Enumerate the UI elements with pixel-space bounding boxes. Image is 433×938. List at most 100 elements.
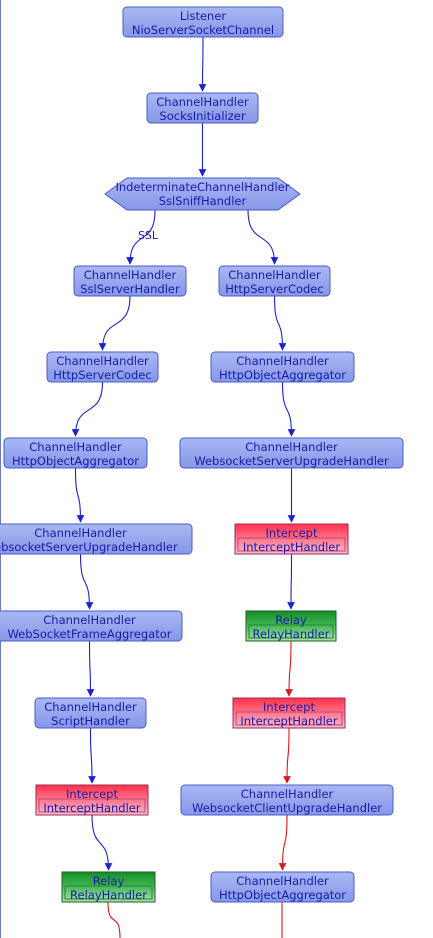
node-title: ChannelHandler	[43, 613, 136, 627]
node-name: NioServerSocketChannel	[132, 23, 274, 37]
edge-intercept-right-1-to-relay-right	[287, 553, 295, 610]
node-shape	[0, 523, 193, 555]
node-title: ChannelHandler	[56, 354, 149, 368]
node-shape	[146, 92, 259, 124]
node-name: HttpObjectAggregator	[219, 888, 346, 902]
node-shape	[104, 177, 301, 211]
node-name: WebsocketServerUpgradeHandler	[194, 454, 389, 468]
edge-relay-left-continues	[107, 901, 121, 938]
node-title: Relay	[93, 874, 125, 888]
node-name: RelayHandler	[253, 627, 330, 641]
node-inner-frame	[237, 537, 346, 552]
node-shape	[3, 437, 148, 469]
edge-http-codec-right-to-agg-right-1	[273, 295, 287, 351]
edge-ssl-server-to-http-codec-left	[98, 295, 131, 351]
node-shape	[35, 784, 149, 816]
node-name: SslServerHandler	[80, 282, 180, 296]
node-title: ChannelHandler	[34, 526, 127, 540]
node-ws-client-upgrade[interactable]: ChannelHandlerWebsocketClientUpgradeHand…	[180, 784, 394, 816]
node-inner-frame	[235, 711, 343, 726]
node-shape	[46, 351, 159, 383]
edge-agg-left-to-ws-upgrade-left	[74, 467, 85, 523]
node-shape	[232, 697, 346, 729]
node-title: ChannelHandler	[236, 354, 329, 368]
node-shape	[234, 523, 349, 555]
node-name: ScriptHandler	[51, 714, 130, 728]
node-shape	[179, 437, 404, 469]
node-shape	[61, 871, 156, 903]
node-name: InterceptHandler	[43, 801, 140, 815]
node-ws-upgrade-right[interactable]: ChannelHandlerWebsocketServerUpgradeHand…	[179, 437, 404, 469]
node-name: HttpObjectAggregator	[219, 368, 346, 382]
edge-http-codec-left-to-agg-left	[71, 381, 104, 437]
node-shape	[0, 610, 183, 642]
edge-script-to-intercept-left	[88, 727, 96, 784]
nodes-layer: ListenerNioServerSocketChannelChannelHan…	[0, 6, 404, 903]
node-shape	[218, 265, 331, 297]
node-shape	[210, 871, 355, 903]
node-title: ChannelHandler	[29, 440, 122, 454]
node-inner-frame	[64, 885, 153, 900]
node-name: WebSocketFrameAggregator	[7, 627, 171, 641]
node-shape	[122, 6, 284, 38]
node-inner-frame	[38, 798, 146, 813]
node-title: Intercept	[66, 787, 118, 801]
node-title: ChannelHandler	[245, 440, 338, 454]
node-name: HttpServerCodec	[53, 368, 151, 382]
node-name: SslSniffHandler	[159, 194, 247, 208]
node-title: Intercept	[266, 526, 318, 540]
node-title: ChannelHandler	[44, 700, 137, 714]
edge-intercept-left-to-relay-left	[91, 814, 113, 871]
edge-ws-frame-agg-to-script	[86, 640, 95, 697]
node-shape	[245, 610, 337, 642]
node-title: Listener	[180, 9, 227, 23]
node-title: ChannelHandler	[156, 95, 249, 109]
node-name: WebsocketClientUpgradeHandler	[192, 801, 382, 815]
node-title: ChannelHandler	[241, 787, 334, 801]
node-inner-frame	[248, 624, 334, 639]
node-name: HttpObjectAggregator	[12, 454, 139, 468]
edge-agg-right-1-to-ws-upgrade-right	[281, 381, 296, 437]
node-title: ChannelHandler	[84, 268, 177, 282]
edge-listener-to-socks	[198, 36, 207, 92]
node-ws-upgrade-left[interactable]: ChannelHandlerWebsocketServerUpgradeHand…	[0, 523, 193, 555]
node-sniff[interactable]: IndeterminateChannelHandlerSslSniffHandl…	[104, 177, 301, 211]
node-name: WebsocketServerUpgradeHandler	[0, 540, 178, 554]
node-name: RelayHandler	[70, 888, 147, 902]
node-name: InterceptHandler	[240, 714, 337, 728]
edge-sniff-to-ssl-server	[126, 209, 156, 265]
node-title: IndeterminateChannelHandler	[116, 180, 290, 194]
edge-label: SSL	[138, 229, 159, 242]
edge-ws-client-upgrade-to-agg-right-2	[278, 814, 288, 871]
node-name: SocksInitializer	[159, 109, 245, 123]
node-shape	[210, 351, 355, 383]
edge-relay-right-to-intercept-right-2	[285, 640, 293, 697]
node-name: HttpServerCodec	[225, 282, 323, 296]
node-title: Relay	[275, 613, 307, 627]
node-shape	[34, 697, 147, 729]
node-shape	[180, 784, 394, 816]
node-title: ChannelHandler	[236, 874, 329, 888]
node-name: InterceptHandler	[243, 540, 340, 554]
edges-layer: SSL	[71, 36, 296, 938]
node-title: ChannelHandler	[228, 268, 321, 282]
edge-sniff-to-http-codec-right	[247, 209, 279, 265]
edge-ws-upgrade-left-to-ws-frame-agg	[79, 553, 94, 610]
node-shape	[73, 265, 187, 297]
